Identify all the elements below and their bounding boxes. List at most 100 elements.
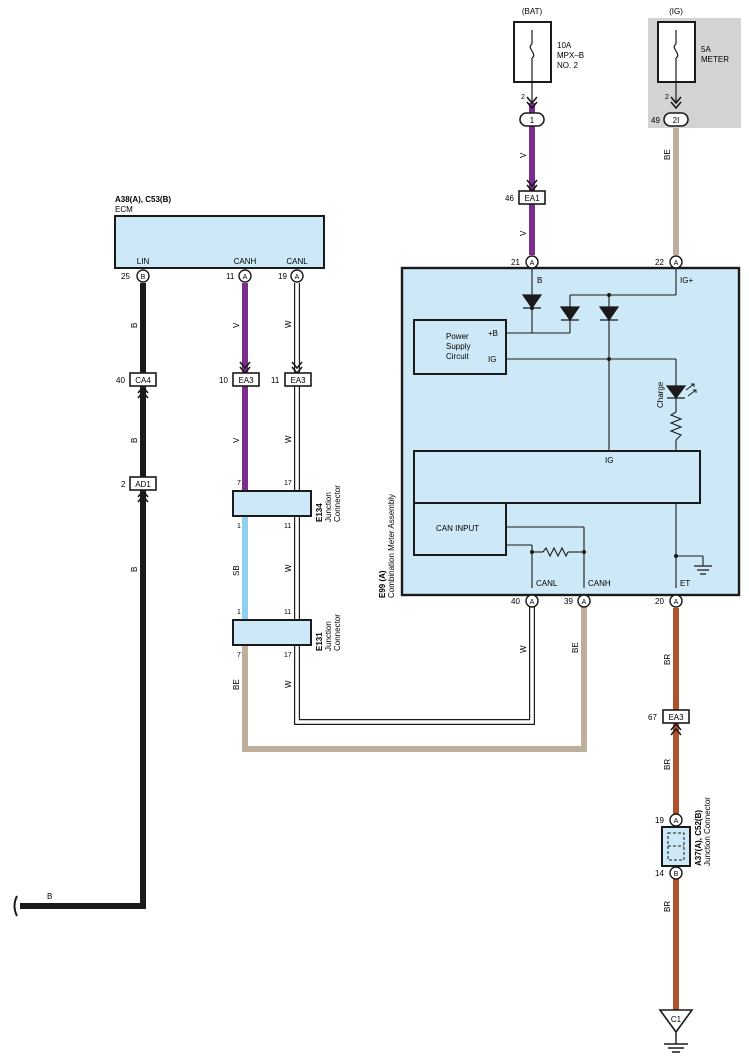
a37-terminal-top-pin: 19 bbox=[655, 816, 664, 825]
a37-terminal-bottom bbox=[669, 866, 683, 880]
ig-block-label: IG bbox=[605, 456, 613, 465]
bat-fuse-pin: 2 bbox=[521, 94, 525, 101]
ig-block bbox=[413, 450, 701, 504]
bat-fuse-icon bbox=[529, 43, 535, 59]
meter-canl-label: CANL bbox=[536, 579, 558, 588]
psc-line1: Power bbox=[446, 332, 469, 341]
bat-fuse-arrow-icon bbox=[526, 96, 538, 110]
a37-terminal-bottom-conn: B bbox=[674, 871, 679, 878]
e131-pin-1: 1 bbox=[237, 609, 241, 616]
connector-1-tag: 1 bbox=[530, 116, 535, 125]
connector-ea3-canl bbox=[284, 372, 312, 387]
wire-label: BR bbox=[663, 759, 672, 770]
wire-label: B bbox=[130, 323, 139, 328]
ecm-canh-label: CANH bbox=[234, 257, 257, 266]
e134-code: E134 bbox=[315, 503, 324, 522]
wire-label: W bbox=[519, 645, 528, 653]
charge-label: Charge bbox=[656, 381, 665, 408]
connector-2i-tag: 2I bbox=[673, 116, 680, 125]
meter-terminal-igplus-conn: A bbox=[674, 260, 679, 267]
termination-resistor-icon bbox=[542, 546, 569, 558]
wire-label: V bbox=[232, 437, 241, 443]
wire-label: SB bbox=[232, 565, 241, 576]
meter-terminal-et-pin: 20 bbox=[655, 597, 664, 606]
wire-lin-break-mark bbox=[13, 895, 18, 917]
a37-terminal-top-conn: A bbox=[674, 818, 679, 825]
bat-label: (BAT) bbox=[522, 7, 543, 16]
wire-canh-beige bbox=[242, 607, 587, 752]
meter-terminal-b-conn: A bbox=[530, 260, 535, 267]
connector-ca4-tag: CA4 bbox=[135, 376, 151, 385]
e131-pin-7: 7 bbox=[237, 652, 241, 659]
e134-pin-11: 11 bbox=[284, 523, 291, 530]
ecm-code: A38(A), C53(B) bbox=[115, 195, 171, 204]
wire-label: V bbox=[519, 152, 528, 158]
meter-terminal-canl-conn: A bbox=[530, 599, 535, 606]
wire-label: B bbox=[47, 892, 52, 901]
bat-fuse-amp: 10A bbox=[557, 41, 572, 50]
ig-label: (IG) bbox=[669, 7, 683, 16]
wire-label: W bbox=[284, 564, 293, 572]
a37-code: A37(A), C52(B) bbox=[694, 810, 703, 866]
connector-ea3-et-pin: 67 bbox=[648, 713, 657, 722]
wire-label: BE bbox=[571, 642, 580, 653]
e134-pin-7: 7 bbox=[237, 480, 241, 487]
e131-name2: Connector bbox=[333, 614, 342, 651]
ecm-lin-label: LIN bbox=[137, 257, 150, 266]
connector-ea1-pin: 46 bbox=[505, 194, 514, 203]
ecm-terminal-canl-pin: 19 bbox=[278, 272, 287, 281]
e131-name1: Junction bbox=[324, 621, 333, 651]
ca4-arrow-icon bbox=[137, 385, 149, 399]
connector-ca4-pin: 40 bbox=[116, 376, 125, 385]
diode-icon bbox=[521, 294, 543, 310]
meter-terminal-canh-pin: 39 bbox=[564, 597, 573, 606]
ecm-terminal-lin-conn: B bbox=[141, 274, 146, 281]
meter-terminal-canh-conn: A bbox=[582, 599, 587, 606]
meter-code: E99 (A) bbox=[378, 570, 387, 598]
wire-label: V bbox=[232, 322, 241, 328]
can-input-label: CAN INPUT bbox=[436, 524, 479, 533]
meter-b-label: B bbox=[537, 276, 542, 285]
e131-pin-17: 17 bbox=[284, 652, 292, 659]
ig-fuse-icon bbox=[673, 43, 679, 59]
c1-ground-tag: C1 bbox=[671, 1015, 682, 1024]
junction-dot bbox=[582, 550, 586, 554]
diode-icon bbox=[598, 306, 620, 322]
connector-ea3-canh-tag: EA3 bbox=[238, 376, 254, 385]
e131-junction-box bbox=[232, 619, 312, 646]
a37-terminal-bottom-pin: 14 bbox=[655, 869, 664, 878]
ig-fuse-arrow-icon bbox=[670, 96, 682, 110]
meter-terminal-canl bbox=[525, 594, 539, 608]
meter-et-label: ET bbox=[680, 579, 690, 588]
connector-ea1 bbox=[518, 190, 546, 205]
connector-ea3-canl-tag: EA3 bbox=[290, 376, 306, 385]
connector-ea1-tag: EA1 bbox=[524, 194, 540, 203]
wire-label: B bbox=[130, 567, 139, 572]
psc-plus-b: +B bbox=[488, 329, 498, 338]
wire-label: BE bbox=[663, 149, 672, 160]
junction-dot bbox=[674, 554, 678, 558]
connector-2i bbox=[663, 112, 689, 127]
ecm-name: ECM bbox=[115, 205, 133, 214]
meter-igplus-label: IG+ bbox=[680, 276, 693, 285]
e134-pin-17: 17 bbox=[284, 480, 292, 487]
meter-terminal-b-pin: 21 bbox=[511, 258, 520, 267]
junction-dot bbox=[530, 550, 534, 554]
e134-name2: Connector bbox=[333, 485, 342, 522]
resistor-icon bbox=[669, 411, 683, 441]
ecm-canl-label: CANL bbox=[286, 257, 308, 266]
ecm-terminal-canl-conn: A bbox=[295, 274, 300, 281]
connector-2i-pin: 49 bbox=[651, 116, 660, 125]
psc-line3: Circuit bbox=[446, 352, 469, 361]
connector-ea3-canl-pin: 11 bbox=[271, 376, 280, 385]
wire-label: B bbox=[130, 438, 139, 443]
e134-pin-1: 1 bbox=[237, 523, 241, 530]
junction-dot bbox=[607, 293, 611, 297]
bat-fuse-name: MPX–B bbox=[557, 51, 584, 60]
ea3-et-arrow-icon bbox=[670, 722, 682, 736]
meter-terminal-et bbox=[669, 594, 683, 608]
wire-label: W bbox=[284, 680, 293, 688]
wire-label: BR bbox=[663, 654, 672, 665]
led-emission-icon bbox=[685, 383, 697, 397]
wire-label: V bbox=[519, 230, 528, 236]
